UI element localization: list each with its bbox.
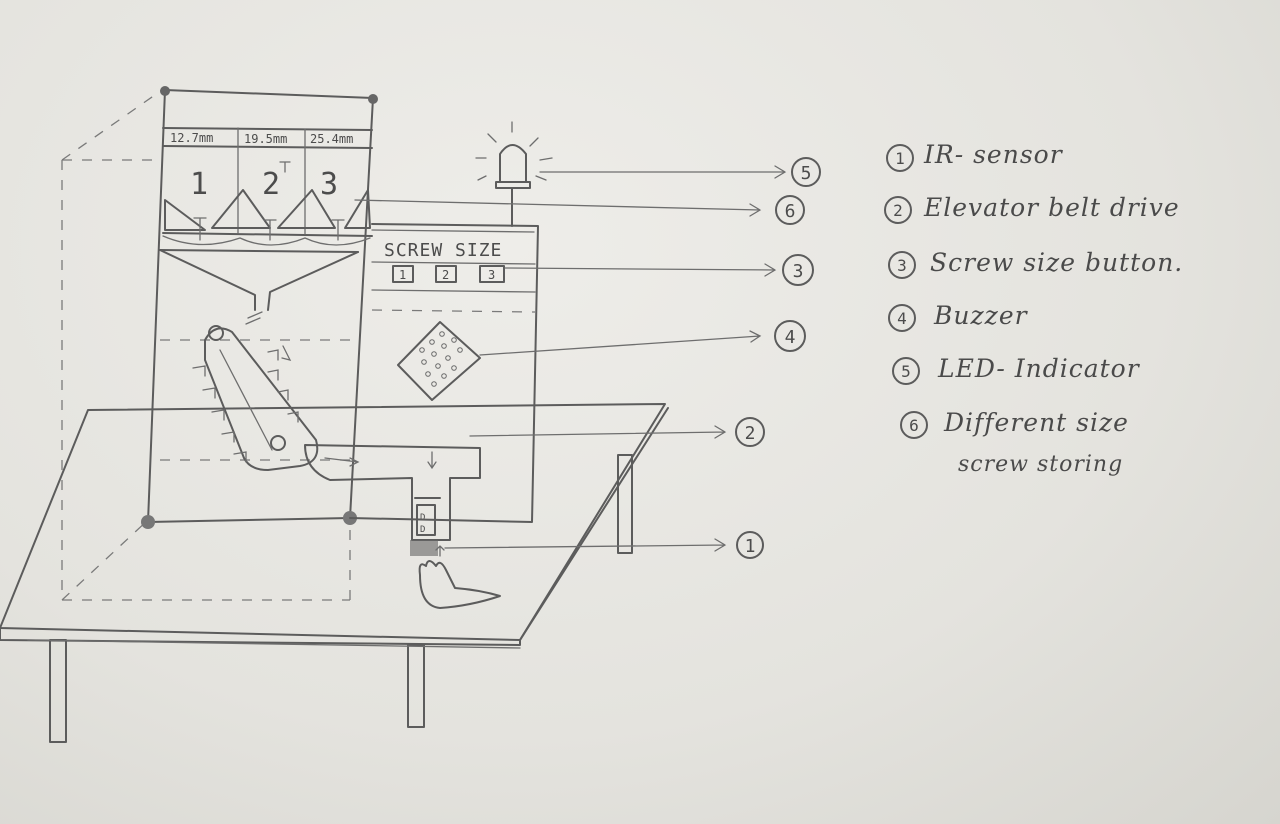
callout-number-2: 2	[745, 423, 756, 444]
panel-title: SCREW SIZE	[384, 240, 502, 261]
panel-button-2: 2	[442, 268, 449, 282]
legend-number-4: 4	[897, 309, 907, 328]
bin-number-1: 1	[190, 167, 208, 202]
legend-label-screw-storing: screw storing	[958, 452, 1123, 477]
callout-markers: 5 6 3 4 2 1	[736, 158, 820, 558]
funnel	[160, 250, 358, 324]
elevator-belt-drive	[193, 326, 317, 470]
led-indicator	[476, 122, 552, 226]
svg-text:D: D	[420, 513, 425, 523]
legend-label-screw-size-button: Screw size button.	[930, 248, 1183, 277]
panel-button-3: 3	[488, 268, 495, 282]
legend-number-5: 5	[901, 362, 911, 381]
legend-label-ir-sensor: IR- sensor	[924, 140, 1063, 169]
buzzer	[398, 322, 480, 400]
callout-number-3: 3	[793, 261, 804, 282]
control-panel: SCREW SIZE 1 2 3	[350, 224, 538, 522]
bin-size-2: 19.5mm	[244, 132, 287, 146]
legend-number-1: 1	[895, 149, 905, 168]
table	[0, 404, 668, 742]
bin-size-labels: 12.7mm 19.5mm 25.4mm	[170, 131, 353, 146]
legend-number-6: 6	[909, 416, 919, 435]
callout-number-1: 1	[745, 536, 756, 557]
chute	[305, 445, 480, 540]
storage-frame	[141, 86, 378, 529]
panel-button-1: 1	[399, 268, 406, 282]
callout-number-4: 4	[785, 327, 796, 348]
legend-numbers: 1 2 3 4 5 6	[893, 149, 919, 435]
legend-label-buzzer: Buzzer	[934, 301, 1028, 330]
bin-size-1: 12.7mm	[170, 131, 213, 145]
bin-size-3: 25.4mm	[310, 132, 353, 146]
bin-number-2: 2	[262, 167, 280, 202]
legend-label-elevator-belt-drive: Elevator belt drive	[924, 193, 1180, 222]
callout-number-6: 6	[785, 201, 796, 222]
callout-number-5: 5	[801, 163, 812, 184]
legend-number-circles	[885, 145, 927, 438]
legend-label-different-size: Different size	[944, 408, 1129, 437]
bin-number-3: 3	[320, 167, 338, 202]
legend-number-2: 2	[893, 201, 903, 220]
legend-number-3: 3	[897, 256, 907, 275]
svg-text:D: D	[420, 525, 425, 535]
legend-label-led-indicator: LED- Indicator	[938, 354, 1140, 383]
